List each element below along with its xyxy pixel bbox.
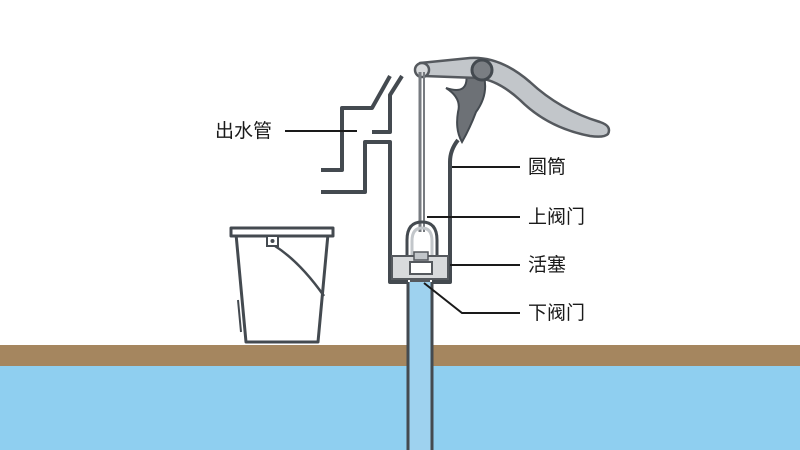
rod-joint [413,61,431,79]
label-piston: 活塞 [528,254,567,276]
cylinder-right-wall [432,138,460,284]
label-upper-valve: 上阀门 [528,206,586,228]
leader-lower-valve [423,282,520,314]
piston-valve-seat [409,261,433,275]
bucket-icon [229,226,335,344]
pump-handle [418,56,611,138]
upper-valve-core [413,251,429,261]
cylinder-left-wall-upper [372,74,404,134]
cylinder-left-wall-lower [375,140,408,284]
label-cylinder: 圆筒 [528,156,567,178]
label-outlet-pipe: 出水管 [215,120,273,142]
upper-valve-arch-inner [410,226,434,258]
label-lower-valve: 下阀门 [528,302,586,324]
pump-body [321,74,460,284]
suction-pipe-water [408,282,432,450]
ground-strip [0,345,800,368]
outlet-pipe-bottom [321,140,375,194]
handle-pivot [470,58,494,82]
upper-valve-arch [405,220,439,258]
water-body [0,366,800,450]
outlet-pipe-top [321,75,392,172]
leader-lines [285,130,520,314]
